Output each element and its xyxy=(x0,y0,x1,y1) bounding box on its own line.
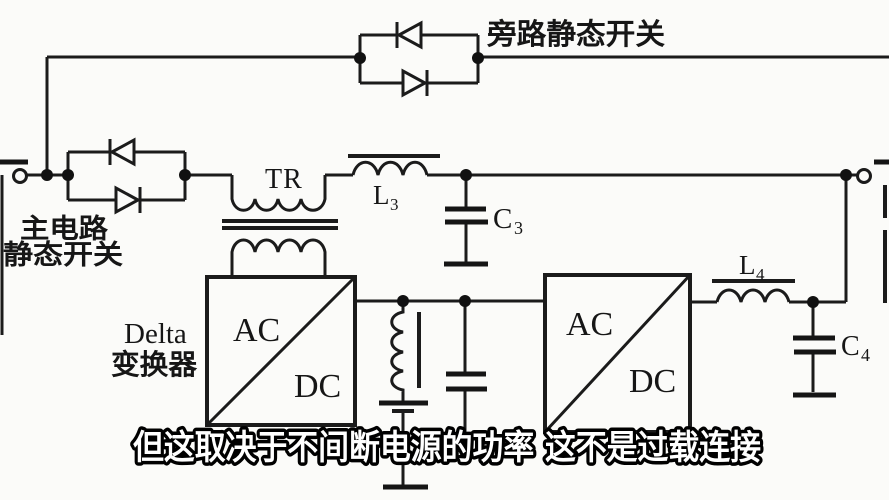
inductor-l3 xyxy=(348,154,440,176)
thyristor-icon xyxy=(108,137,136,167)
capacitor-c3 xyxy=(444,175,488,267)
delta-converter-label: 变换器 xyxy=(111,348,198,381)
capacitor-c3-label: C 3 xyxy=(493,203,523,238)
svg-text:4: 4 xyxy=(861,345,870,365)
main-switch-label-line2: 静态开关 xyxy=(3,240,123,271)
l3-coil xyxy=(351,160,429,176)
dc-link-inductor xyxy=(390,301,421,401)
junction-dots xyxy=(41,52,852,464)
delta-converter-box xyxy=(205,275,357,427)
tr-secondary-coil xyxy=(230,238,327,277)
converter2-box xyxy=(543,273,692,434)
transformer-tr xyxy=(222,175,338,277)
svg-text:3: 3 xyxy=(514,218,523,238)
input-terminal xyxy=(12,168,28,184)
inductor-l4-label: L 4 xyxy=(739,250,765,284)
l4-coil xyxy=(715,288,791,303)
left-edge-fragment xyxy=(0,159,28,335)
main-static-switch xyxy=(66,137,187,215)
bypass-switch-label: 旁路静态开关 xyxy=(486,17,665,51)
right-edge-fragment xyxy=(874,159,889,303)
converter2-diagonal xyxy=(543,273,692,434)
vertical-coil xyxy=(390,301,405,401)
tr-primary-coil xyxy=(230,175,327,212)
dc-link-capacitor xyxy=(403,301,487,460)
main-switch-label-line1: 主电路 xyxy=(20,213,109,245)
svg-text:L: L xyxy=(739,250,756,280)
inductor-l4 xyxy=(712,279,795,303)
svg-text:4: 4 xyxy=(756,265,765,284)
converter2-outline xyxy=(543,273,692,434)
dc-cap-leads xyxy=(403,301,467,460)
subtitle-text: 但这取决于不间断电源的功率 这不是过载连接 xyxy=(133,428,761,468)
capacitor-c4-label: C 4 xyxy=(841,331,870,365)
thyristor-icon xyxy=(401,68,429,98)
battery-symbol xyxy=(379,400,428,490)
thyristor-icon xyxy=(395,20,423,50)
svg-text:C: C xyxy=(841,331,860,362)
c4-plates xyxy=(793,335,836,355)
transformer-label: TR xyxy=(265,164,303,195)
converter1-diagonal xyxy=(205,275,357,427)
delta-name-label: Delta xyxy=(124,318,187,350)
output-terminal xyxy=(856,168,872,184)
converter1-outline xyxy=(205,275,357,427)
inductor-l3-label: L 3 xyxy=(373,180,399,214)
capacitor-c4 xyxy=(793,302,836,398)
svg-text:3: 3 xyxy=(390,195,399,214)
converter2-dc-label: DC xyxy=(629,363,676,400)
thyristor-icon xyxy=(114,185,142,215)
tr-core xyxy=(222,219,338,230)
converter2-ac-label: AC xyxy=(566,306,613,343)
converter1-ac-label: AC xyxy=(233,312,280,349)
bypass-static-switch xyxy=(358,20,480,98)
svg-text:C: C xyxy=(493,203,512,235)
svg-text:L: L xyxy=(373,180,390,210)
c3-plates xyxy=(445,206,488,225)
converter1-dc-label: DC xyxy=(294,368,341,405)
dc-cap-plates xyxy=(446,371,487,392)
